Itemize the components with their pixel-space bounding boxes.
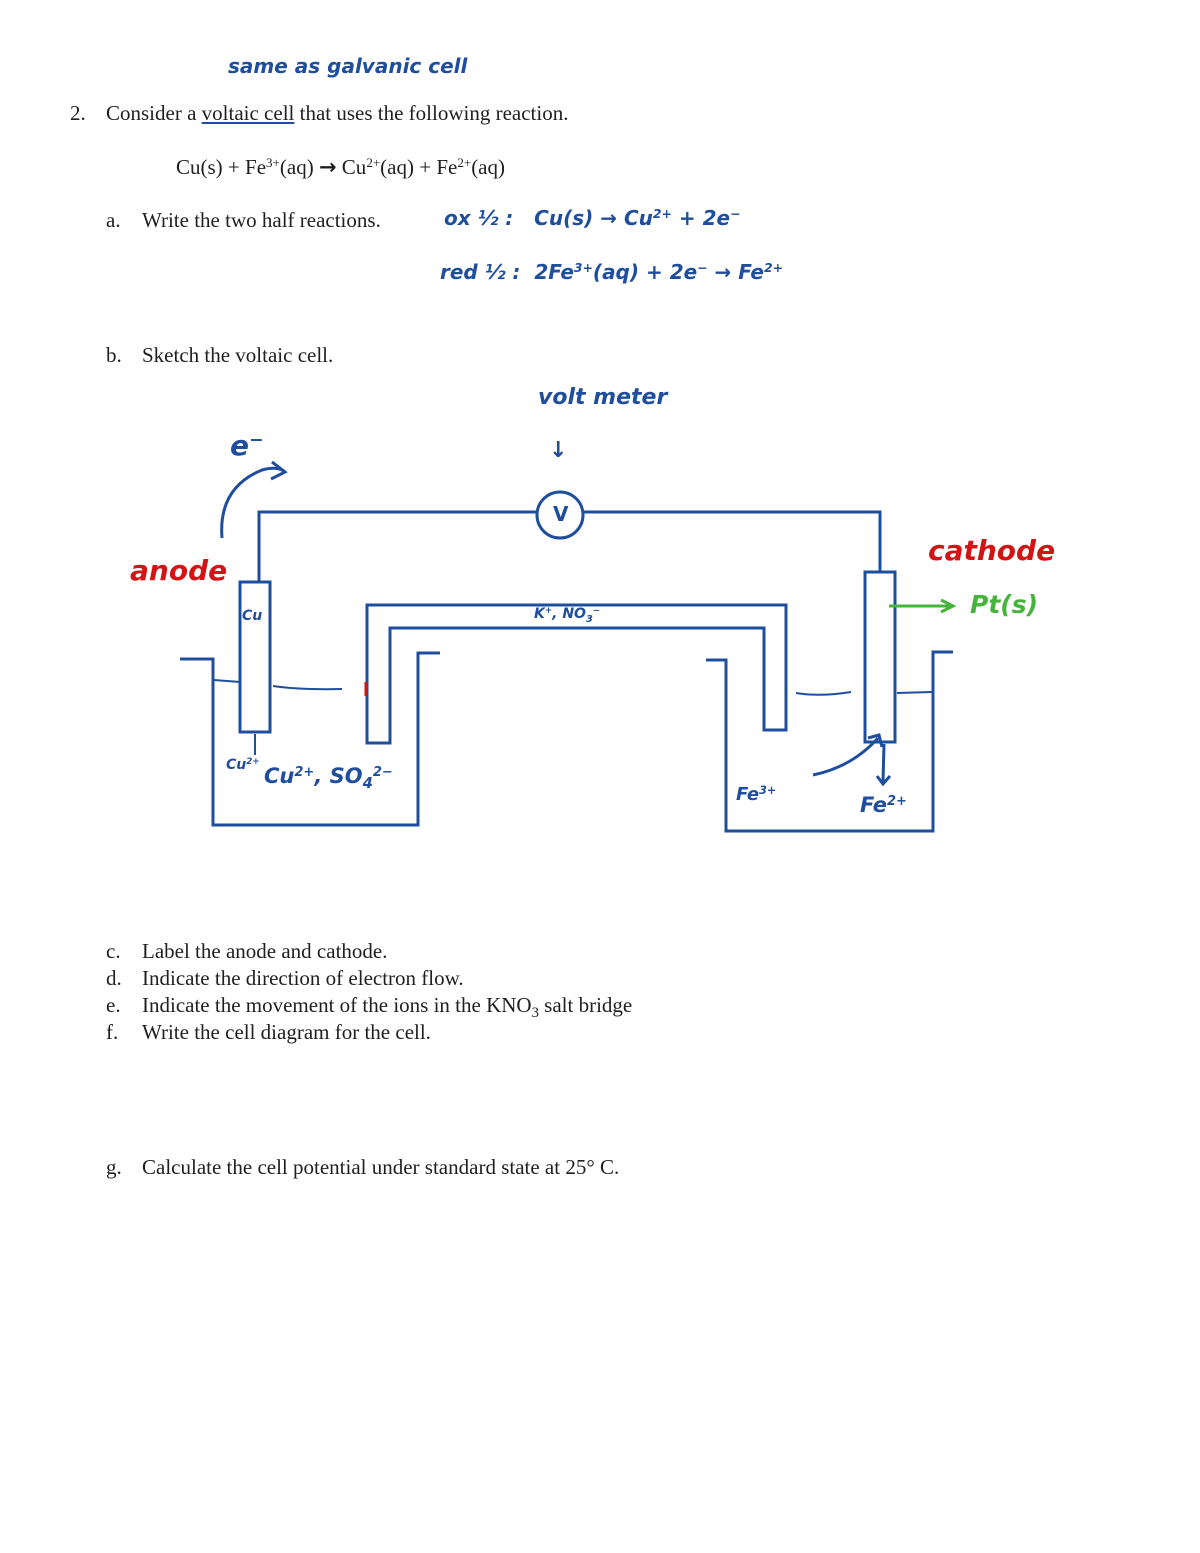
cathode-label: cathode — [928, 534, 1056, 567]
external-wire — [257, 510, 536, 583]
question-prompt: Consider a voltaic cell that uses the fo… — [106, 101, 569, 125]
electron-flow-arrow — [220, 466, 285, 539]
fe-ion-arrowhead — [867, 733, 884, 748]
left-solution-level-2 — [272, 685, 343, 691]
part-g-letter: g. — [106, 1155, 122, 1179]
fe-ion-arrow — [812, 736, 880, 777]
anode-ion-left: Cu2+ — [226, 757, 260, 773]
overall-reaction: Cu(s) + Fe3+(aq) → Cu2+(aq) + Fe2+(aq) — [176, 154, 505, 179]
part-c-text: Label the anode and cathode. — [142, 939, 388, 963]
cathode-electrode-label: Pt(s) — [970, 590, 1039, 619]
part-f-letter: f. — [106, 1020, 119, 1044]
reaction-arrow: → — [318, 155, 337, 179]
part-d-letter: d. — [106, 966, 122, 990]
external-wire-right — [584, 510, 882, 572]
voltmeter-symbol: V — [553, 502, 569, 526]
question-number: 2. — [70, 101, 86, 125]
electron-flow-arrowhead — [270, 460, 288, 481]
right-solution-level — [795, 691, 852, 696]
part-b-text: Sketch the voltaic cell. — [142, 343, 334, 367]
part-a-text: Write the two half reactions. — [142, 208, 381, 232]
voltmeter-down-arrow: ↓ — [549, 438, 568, 463]
anode-electrode-label: Cu — [242, 608, 263, 624]
voltmeter-label: volt meter — [538, 385, 668, 410]
part-a-letter: a. — [106, 208, 121, 232]
cathode-ion-right: Fe2+ — [860, 793, 907, 817]
part-f-text: Write the cell diagram for the cell. — [142, 1020, 431, 1044]
left-beaker — [180, 651, 440, 827]
part-e-text: Indicate the movement of the ions in the… — [142, 993, 633, 1022]
fe2-arrow — [881, 743, 886, 783]
reduction-half-reaction: red ½ : 2Fe3+(aq) + 2e− → Fe2+ — [440, 260, 783, 284]
part-g-text: Calculate the cell potential under stand… — [142, 1155, 620, 1179]
cathode-electrode — [863, 570, 897, 744]
right-beaker — [706, 650, 953, 833]
part-e-letter: e. — [106, 993, 121, 1017]
part-c-letter: c. — [106, 939, 121, 963]
anode-solution-ions: Cu2+, SO42− — [264, 764, 393, 793]
anode-label: anode — [130, 554, 228, 587]
part-b-letter: b. — [106, 343, 122, 367]
cathode-pointer-arrowhead — [940, 598, 957, 614]
anode-electrode — [238, 580, 272, 734]
handwritten-note: same as galvanic cell — [228, 54, 468, 78]
right-solution-level-2 — [896, 691, 933, 694]
part-d-text: Indicate the direction of electron flow. — [142, 966, 464, 990]
fe2-arrowhead — [875, 775, 892, 787]
salt-bridge-ions: K+, NO3− — [534, 606, 601, 625]
cathode-ion-left: Fe3+ — [736, 783, 777, 805]
oxidation-half-reaction: ox ½ : Cu(s) → Cu2+ + 2e− — [444, 206, 741, 230]
voltmeter-circle — [535, 490, 585, 540]
electron-symbol: e− — [230, 429, 264, 462]
salt-bridge — [365, 603, 788, 745]
underlined-term: voltaic cell — [201, 101, 295, 125]
left-solution-level — [213, 679, 241, 683]
